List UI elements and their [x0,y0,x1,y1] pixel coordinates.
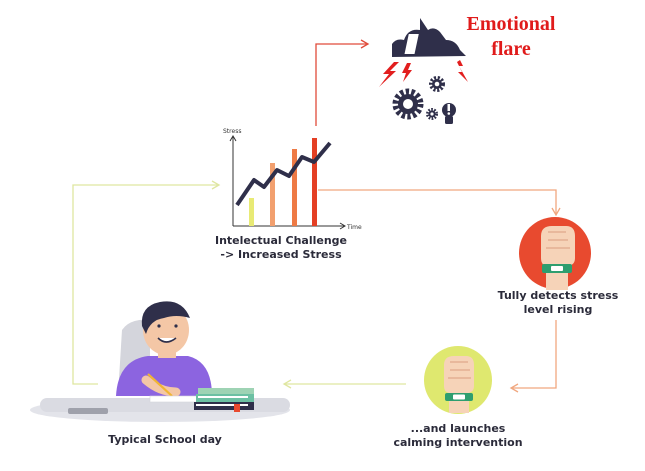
gear-tiny-icon [426,108,438,120]
storm-cloud-icon [392,18,466,57]
student-icon [116,301,212,397]
chart-bar-3 [292,149,297,226]
chart-bar-2 [270,163,275,226]
challenge-label-line1: Intelectual Challenge [215,234,347,247]
student-illustration [30,301,290,422]
detect-label: Tully detects stress level rising [483,289,633,317]
challenge-label-line2: -> Increased Stress [220,248,342,261]
calm-label-line2: calming intervention [393,436,523,449]
emotional-flare-line1: Emotional [466,13,556,35]
chart-y-label: Stress [223,128,241,135]
detect-illustration [519,217,591,290]
calm-label: ...and launches calming intervention [378,422,538,450]
chart-stress-line [235,141,332,207]
arrow-detect-to-calm [509,320,557,393]
books-icon [194,388,254,412]
lightbulb-icon [442,103,456,124]
challenge-label: Intelectual Challenge -> Increased Stres… [196,234,366,262]
chart-bar-4 [312,138,317,226]
arrow-calm-to-school [282,379,406,389]
detect-label-line1: Tully detects stress [497,289,619,302]
school-label-line1: Typical School day [108,433,222,446]
gear-icon [392,88,424,120]
wristband-icon [445,393,473,401]
arrow-challenge-to-detect [318,189,561,217]
calm-label-line1: ...and launches [410,422,506,435]
emotional-flare-title: Emotional flare [456,12,566,62]
lightning-icon [379,60,468,87]
emotional-flare-line2: flare [491,38,531,60]
chart-bar-1 [249,198,254,226]
calm-illustration [424,346,492,414]
detect-label-line2: level rising [523,303,593,316]
school-label: Typical School day [95,433,235,447]
gear-small-icon [429,76,445,92]
arrow-challenge-to-flare [315,39,370,126]
arrow-school-to-challenge [72,180,221,385]
wristband-icon [542,264,572,273]
stress-chart [229,135,346,230]
chart-x-label: Time [346,224,362,231]
